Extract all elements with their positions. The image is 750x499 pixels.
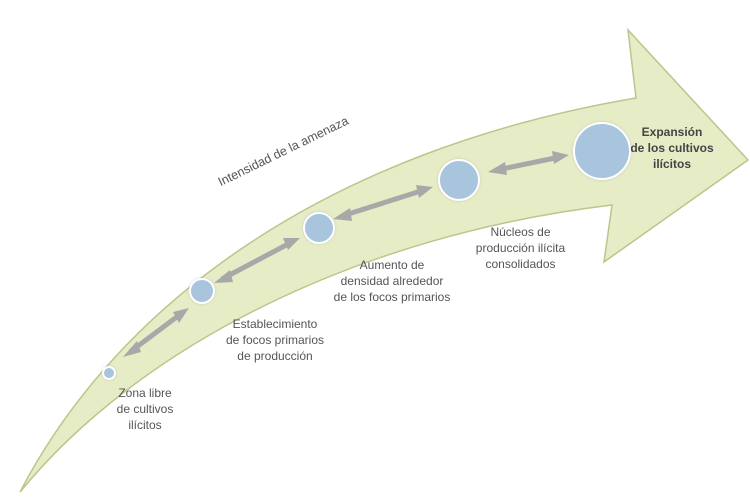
stage-label-3: Aumento de densidad alrededor de los foc… xyxy=(333,258,451,304)
connector-arrows xyxy=(123,151,569,357)
connector-arrow-1-2 xyxy=(123,308,189,357)
stage-circle-3 xyxy=(303,212,335,244)
stage-circle-2 xyxy=(189,278,215,304)
stage-label-5: Expansión de los cultivos ilícitos xyxy=(630,125,714,171)
stage-label-1: Zona libre de cultivos ilícitos xyxy=(116,386,174,432)
stage-label-4: Núcleos de producción ilícita consolidad… xyxy=(475,225,566,271)
growth-arrow-shape xyxy=(19,27,750,493)
stage-circle-5 xyxy=(573,122,631,180)
connector-arrow-3-4 xyxy=(333,185,433,221)
connector-arrow-4-5 xyxy=(488,151,569,175)
stage-circle-1 xyxy=(102,366,116,380)
stage-circle-4 xyxy=(438,159,480,201)
stage-label-2: Establecimiento de focos primarios de pr… xyxy=(225,317,325,363)
connector-arrow-2-3 xyxy=(214,238,300,283)
